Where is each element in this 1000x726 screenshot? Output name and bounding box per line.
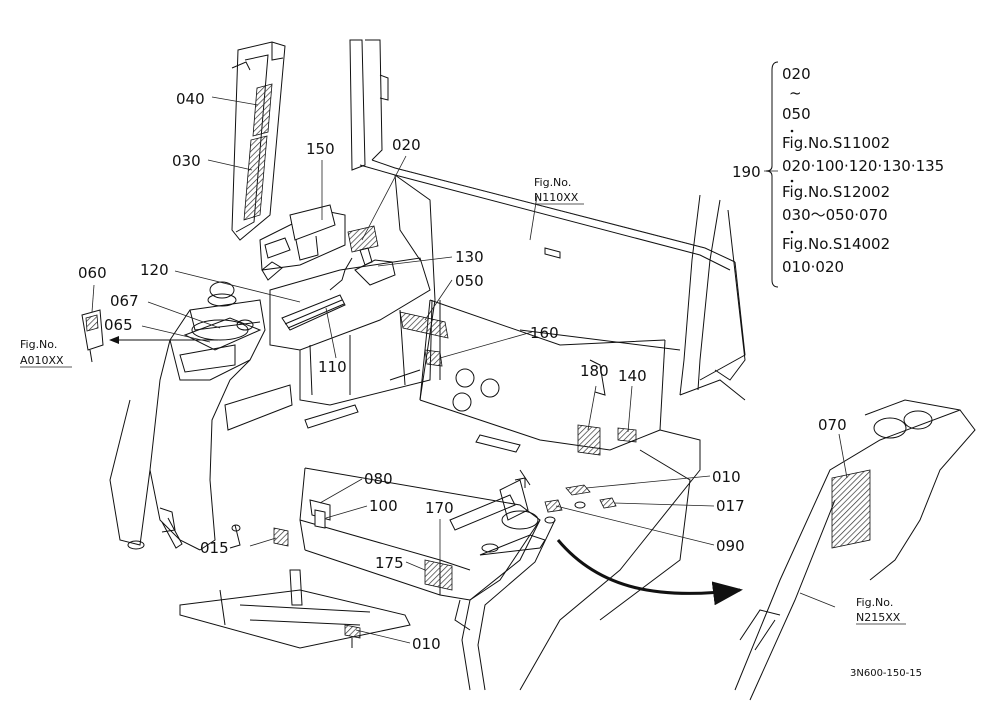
callout-065: 065 [104, 316, 133, 334]
callout-190: 190 [732, 163, 761, 181]
legend-line-7: 030～050·070 [782, 206, 888, 224]
callout-080: 080 [364, 470, 393, 488]
diagram-code: 3N600-150-15 [850, 668, 922, 679]
decal-050 [399, 311, 449, 339]
callout-180: 180 [580, 362, 609, 380]
left-console [109, 281, 293, 551]
callout-010-floor: 010 [412, 635, 441, 653]
rear-panel [394, 174, 681, 456]
left-pillar [231, 41, 286, 241]
legend-line-8: Fig.No.S14002 [782, 235, 890, 253]
decal-020 [347, 225, 379, 253]
decal-010-floor [344, 624, 361, 639]
callout-175: 175 [375, 554, 404, 572]
callout-140: 140 [618, 367, 647, 385]
legend-line-3: 050 [782, 105, 811, 123]
fig-a010-code: A010XX [20, 354, 64, 367]
callout-017: 017 [716, 497, 745, 515]
legend-line-9: 010·020 [782, 258, 844, 276]
callout-040: 040 [176, 90, 205, 108]
fig-a010-label: Fig.No. [20, 338, 57, 351]
callout-010-right: 010 [712, 468, 741, 486]
front-right-frame [461, 379, 746, 691]
legend-line-5: 020·100·120·130·135 [782, 157, 944, 175]
cabin-frame [349, 39, 746, 396]
callout-170: 170 [425, 499, 454, 517]
decal-175 [424, 559, 453, 591]
decal-010-right [565, 484, 591, 496]
callout-050: 050 [455, 272, 484, 290]
decal-090 [544, 499, 563, 513]
knob-060 [81, 309, 104, 363]
leader-lines [91, 96, 848, 644]
fig-n110-code: N110XX [534, 191, 579, 204]
detail-inset [734, 399, 976, 701]
decal-070 [831, 469, 871, 549]
callout-030: 030 [172, 152, 201, 170]
callout-150: 150 [306, 140, 335, 158]
legend-block: 020 ~ 050 Fig.No.S11002 020·100·120·130·… [765, 61, 944, 288]
arrow-to-n215 [556, 539, 743, 606]
legend-line-4: Fig.No.S11002 [782, 134, 890, 152]
fig-n215-code: N215XX [856, 611, 901, 624]
callout-070: 070 [818, 416, 847, 434]
legend-line-6: Fig.No.S12002 [782, 183, 890, 201]
decal-140 [617, 427, 637, 443]
decal-030 [243, 135, 268, 221]
fig-n215-label: Fig.No. [856, 596, 893, 609]
fig-n110-label: Fig.No. [534, 176, 571, 189]
callout-110: 110 [318, 358, 347, 376]
callout-015: 015 [200, 539, 229, 557]
decal-017 [599, 497, 617, 509]
legend-line-2: ~ [789, 84, 802, 102]
decal-040 [252, 83, 273, 137]
callout-090: 090 [716, 537, 745, 555]
callout-100: 100 [369, 497, 398, 515]
callout-067: 067 [110, 292, 139, 310]
legend-line-1: 020 [782, 65, 811, 83]
callout-020: 020 [392, 136, 421, 154]
lever-assembly [449, 469, 617, 556]
callout-labels: 040 030 150 020 060 120 067 065 110 130 … [78, 90, 847, 653]
decal-180 [577, 424, 601, 456]
figure-references: Fig.No. A010XX Fig.No. N110XX Fig.No. N2… [20, 176, 906, 625]
floor-base [179, 467, 541, 649]
callout-130: 130 [455, 248, 484, 266]
decal-015 [273, 527, 289, 547]
callout-120: 120 [140, 261, 169, 279]
callout-060: 060 [78, 264, 107, 282]
decal-160 [424, 349, 443, 367]
callout-160: 160 [530, 324, 559, 342]
